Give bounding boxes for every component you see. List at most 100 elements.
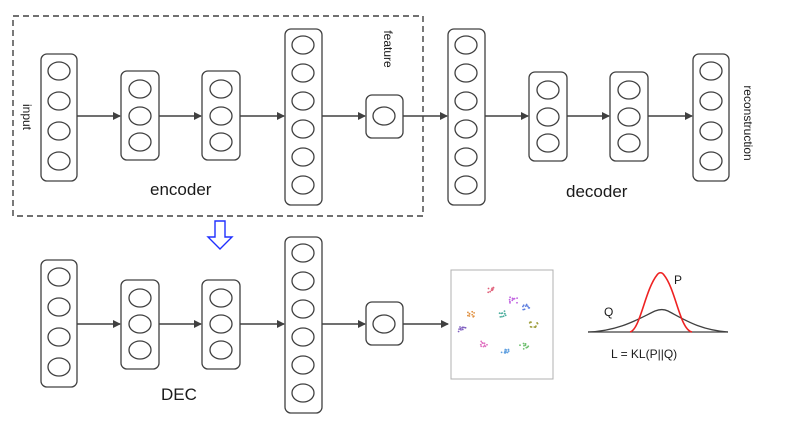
ae-layer-decoder-2 [528, 71, 568, 162]
cluster-point [458, 328, 460, 330]
p-label: P [674, 273, 683, 287]
cluster-point [522, 348, 525, 350]
ae-layer-decoder-1 [447, 28, 486, 206]
cluster-point [471, 310, 474, 313]
node [291, 63, 315, 83]
cluster-point [461, 328, 464, 331]
cluster-point [523, 344, 525, 347]
kl-loss-label: L = KL(P||Q) [611, 347, 678, 361]
node [536, 80, 560, 100]
node [128, 132, 152, 152]
cluster-point [472, 315, 475, 318]
ae-layer-feature [365, 94, 404, 139]
cluster-point [516, 301, 518, 304]
input-label: input [20, 103, 34, 131]
cluster-point [529, 321, 532, 323]
dec-layer-feature [365, 301, 404, 346]
cluster-point [459, 327, 462, 330]
cluster-point [536, 322, 538, 324]
node [454, 119, 478, 139]
cluster-point [500, 351, 503, 354]
node [209, 132, 233, 152]
cluster-point [492, 287, 495, 289]
cluster-point [516, 297, 518, 299]
node [699, 121, 723, 141]
node [47, 61, 71, 81]
cluster-point [509, 300, 511, 303]
cluster-point [527, 305, 529, 308]
cluster-point [525, 303, 528, 306]
cluster-point [506, 351, 509, 354]
node [209, 314, 233, 334]
node [291, 119, 315, 139]
ae-layer-hidden-2 [201, 70, 241, 161]
node [47, 297, 71, 317]
node [128, 288, 152, 308]
cluster-point [503, 312, 506, 315]
p-distribution-curve [629, 271, 693, 333]
decoder-label: decoder [566, 182, 628, 201]
kl-distribution-illustration [587, 271, 729, 333]
cluster-scatter-image [450, 269, 554, 380]
cluster-point [468, 312, 471, 315]
node [699, 91, 723, 111]
cluster-point [468, 315, 471, 317]
node [128, 340, 152, 360]
node [209, 340, 233, 360]
cluster-point [473, 312, 475, 314]
cluster-point [526, 346, 529, 349]
cluster-point [464, 326, 467, 329]
cluster-point [519, 344, 521, 347]
node [47, 151, 71, 171]
cluster-point [479, 343, 482, 346]
cluster-point [524, 343, 527, 345]
cluster-point [463, 326, 465, 329]
node [47, 121, 71, 141]
node [291, 383, 315, 403]
node [291, 327, 315, 347]
node [128, 314, 152, 334]
node [372, 314, 396, 334]
cluster-point [511, 299, 514, 302]
node [454, 91, 478, 111]
cluster-point [480, 345, 483, 348]
ae-layer-reconstruction [692, 53, 730, 182]
ae-layer-input [40, 53, 78, 182]
cluster-point [481, 341, 484, 344]
encoder-label: encoder [150, 180, 212, 199]
node [291, 243, 315, 263]
node [699, 61, 723, 81]
node [47, 267, 71, 287]
node [372, 106, 396, 126]
cluster-point [500, 312, 503, 315]
cluster-point [467, 314, 469, 317]
cluster-point [533, 326, 536, 328]
node [209, 106, 233, 126]
cluster-point [484, 345, 487, 348]
node [454, 175, 478, 195]
cluster-point [530, 326, 533, 328]
node [47, 91, 71, 111]
node [291, 147, 315, 167]
ae-layer-decoder-3 [609, 71, 649, 162]
cluster-point [498, 312, 501, 315]
cluster-point [522, 305, 524, 308]
cluster-point [501, 315, 503, 318]
q-label: Q [604, 305, 614, 319]
node [291, 175, 315, 195]
cluster-point [502, 315, 505, 318]
cluster-point [467, 311, 469, 314]
cluster-point [512, 298, 515, 300]
node [617, 107, 641, 127]
node [454, 147, 478, 167]
cluster-point [487, 287, 490, 290]
cluster-point [471, 313, 474, 316]
cluster-point [489, 290, 491, 293]
cluster-point [508, 298, 511, 301]
cluster-point [491, 287, 493, 290]
node [291, 355, 315, 375]
cluster-point [507, 348, 510, 351]
cluster-point [503, 310, 506, 312]
cluster-point [522, 308, 525, 311]
